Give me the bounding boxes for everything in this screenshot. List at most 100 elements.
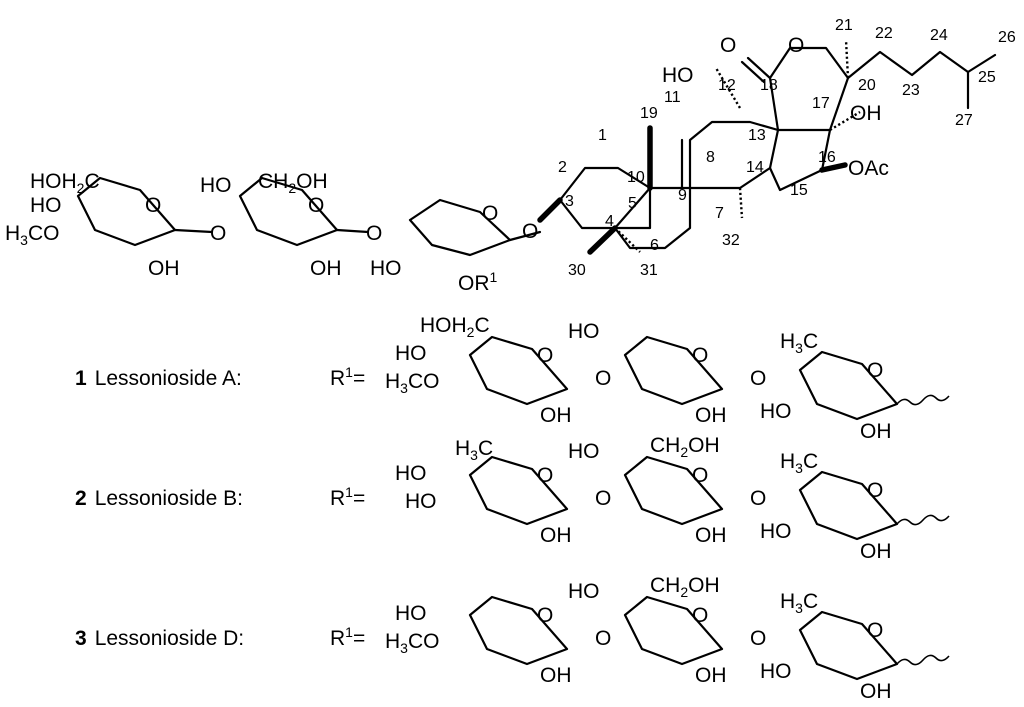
carbon-number-31: 31 xyxy=(640,262,658,279)
r1-1-ho-b: HO xyxy=(568,320,600,343)
r1-3-oh-c: OH xyxy=(860,680,892,703)
carbon-number-23: 23 xyxy=(902,82,920,99)
r1-1-ho-a: HO xyxy=(395,342,427,365)
carbon-number-26: 26 xyxy=(998,29,1016,46)
r1-2-ho-b: HO xyxy=(568,440,600,463)
r1-equals-1: R1= xyxy=(330,364,365,390)
r1-1-o-ring-c: O xyxy=(867,359,883,382)
carbon-number-6: 6 xyxy=(650,237,659,254)
r1-2-oh-b: OH xyxy=(695,524,727,547)
main-sugar-chain xyxy=(76,176,542,257)
carbon-number-4: 4 xyxy=(605,213,614,230)
r1-3-ho-b: HO xyxy=(568,580,600,603)
carbon-number-2: 2 xyxy=(558,159,567,176)
atom-ho-c12: HO xyxy=(662,64,694,87)
carbon-number-14: 14 xyxy=(746,159,764,176)
r1-2-oh-c: OH xyxy=(860,540,892,563)
atom-oh-sugar1: OH xyxy=(148,257,180,280)
atom-o-ring-sugar1: O xyxy=(145,194,161,217)
r1-1-o-ring-a: O xyxy=(537,344,553,367)
r1-2-h3c: H3C xyxy=(455,437,493,463)
r1-2-o-ring-c: O xyxy=(867,479,883,502)
atom-o-c3: O xyxy=(522,220,538,243)
bond-decorations xyxy=(537,39,861,255)
r1-1-h3c: H3C xyxy=(780,330,818,356)
r1-2-o-ring-b: O xyxy=(692,464,708,487)
r1-1-h3co: H3CO xyxy=(385,370,439,396)
carbon-number-21: 21 xyxy=(835,17,853,34)
atom-oh-sugar2: OH xyxy=(310,257,342,280)
r1-equals-3: R1= xyxy=(330,624,365,650)
r1-3-o-link-a: O xyxy=(595,627,611,650)
r1-3-h3co: H3CO xyxy=(385,630,439,656)
carbon-numbers: 1 2 3 4 5 6 7 8 9 10 11 12 13 14 15 16 1… xyxy=(558,17,1016,279)
r1-1-oh-a: OH xyxy=(540,404,572,427)
atom-ho-sugar2: HO xyxy=(200,174,232,197)
atom-o-lactone: O xyxy=(788,34,804,57)
r1-1-o-ring-b: O xyxy=(692,344,708,367)
atom-ch2oh-sugar2: CH2OH xyxy=(258,170,328,196)
carbon-number-17: 17 xyxy=(812,95,830,112)
atom-oh-c17: OH xyxy=(850,102,882,125)
carbon-number-22: 22 xyxy=(875,25,893,42)
r1-2-ho-a1: HO xyxy=(395,462,427,485)
carbon-number-30: 30 xyxy=(568,262,586,279)
atom-or1: OR1 xyxy=(458,269,498,295)
r1-1-o-link-a: O xyxy=(595,367,611,390)
r1-2-o-link-a: O xyxy=(595,487,611,510)
r1-equals-2: R1= xyxy=(330,484,365,510)
carbon-number-32: 32 xyxy=(722,232,740,249)
carbon-number-20: 20 xyxy=(858,77,876,94)
carbon-number-8: 8 xyxy=(706,149,715,166)
r1-2-o-ring-a: O xyxy=(537,464,553,487)
r1-2-o-link-b: O xyxy=(750,487,766,510)
carbon-number-1: 1 xyxy=(598,127,607,144)
carbon-number-27: 27 xyxy=(955,112,973,129)
r1-2-ch2oh: CH2OH xyxy=(650,434,720,460)
atom-h3co-sugar1: H3CO xyxy=(5,222,59,248)
carbon-number-19: 19 xyxy=(640,105,658,122)
atom-o-carbonyl: O xyxy=(720,34,736,57)
carbon-number-11: 11 xyxy=(664,89,681,106)
carbon-number-10: 10 xyxy=(627,169,645,186)
r1-3-ho-c: HO xyxy=(760,660,792,683)
atom-o-ring-sugar2: O xyxy=(308,194,324,217)
atom-oac-c16: OAc xyxy=(848,157,889,180)
atom-o-link-1-2: O xyxy=(210,222,226,245)
atom-ho-sugar1: HO xyxy=(30,194,62,217)
r1-2-h3c-c: H3C xyxy=(780,450,818,476)
main-sugar-labels: HOH2C HO H3CO O OH O HO CH2OH O OH O O H… xyxy=(5,170,498,295)
r1-3-oh-a: OH xyxy=(540,664,572,687)
r1-3-h3c: H3C xyxy=(780,590,818,616)
r1-3-ho-a: HO xyxy=(395,602,427,625)
r1-1-oh-c: OH xyxy=(860,420,892,443)
carbon-number-24: 24 xyxy=(930,27,948,44)
r1-1-o-link-b: O xyxy=(750,367,766,390)
r1-2-ho-c: HO xyxy=(760,520,792,543)
carbon-number-16: 16 xyxy=(818,149,836,166)
r1-3-o-ring-c: O xyxy=(867,619,883,642)
carbon-number-13: 13 xyxy=(748,127,766,144)
r1-2-oh-a: OH xyxy=(540,524,572,547)
carbon-number-15: 15 xyxy=(790,182,808,199)
atom-ho-sugar3: HO xyxy=(370,257,402,280)
r1-3-oh-b: OH xyxy=(695,664,727,687)
carbon-number-5: 5 xyxy=(628,195,637,212)
carbon-number-7: 7 xyxy=(715,205,724,222)
r1-3-o-link-b: O xyxy=(750,627,766,650)
r1-1-ho-c: HO xyxy=(760,400,792,423)
r1-1-hoh2c: HOH2C xyxy=(420,314,490,340)
carbon-number-3: 3 xyxy=(565,193,574,210)
carbon-number-25: 25 xyxy=(978,69,996,86)
aglycone-labels: HO O O OH OAc O xyxy=(522,34,889,243)
carbon-number-18: 18 xyxy=(760,77,778,94)
r1-3-o-ring-b: O xyxy=(692,604,708,627)
atom-hoh2c-sugar1: HOH2C xyxy=(30,170,100,196)
